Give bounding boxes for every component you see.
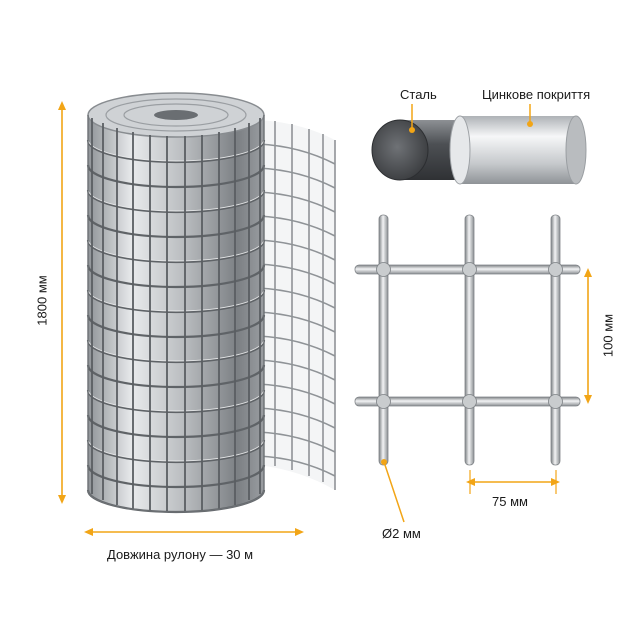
roll-horizontal-wires <box>86 139 266 514</box>
steel-core-end <box>371 119 429 181</box>
label-cell-height: 100 мм <box>600 313 616 358</box>
mesh-roll <box>86 92 336 514</box>
wire-cross-section <box>371 104 587 185</box>
label-roll-length: Довжина рулону — 30 м <box>107 547 254 562</box>
zinc-coating-layer <box>460 116 576 184</box>
roll-body <box>88 115 264 512</box>
diameter-leader-line <box>381 459 405 523</box>
label-height: 1800 мм <box>34 275 50 326</box>
roll-vertical-wires <box>91 118 261 512</box>
unrolled-mesh-sheet <box>257 120 336 490</box>
label-steel: Сталь <box>400 87 437 102</box>
label-cell-width: 75 мм <box>492 494 528 509</box>
mesh-cell-detail <box>354 214 581 466</box>
label-wire-diameter: Ø2 мм <box>382 526 421 541</box>
label-zinc-coating: Цинкове покриття <box>482 87 591 102</box>
